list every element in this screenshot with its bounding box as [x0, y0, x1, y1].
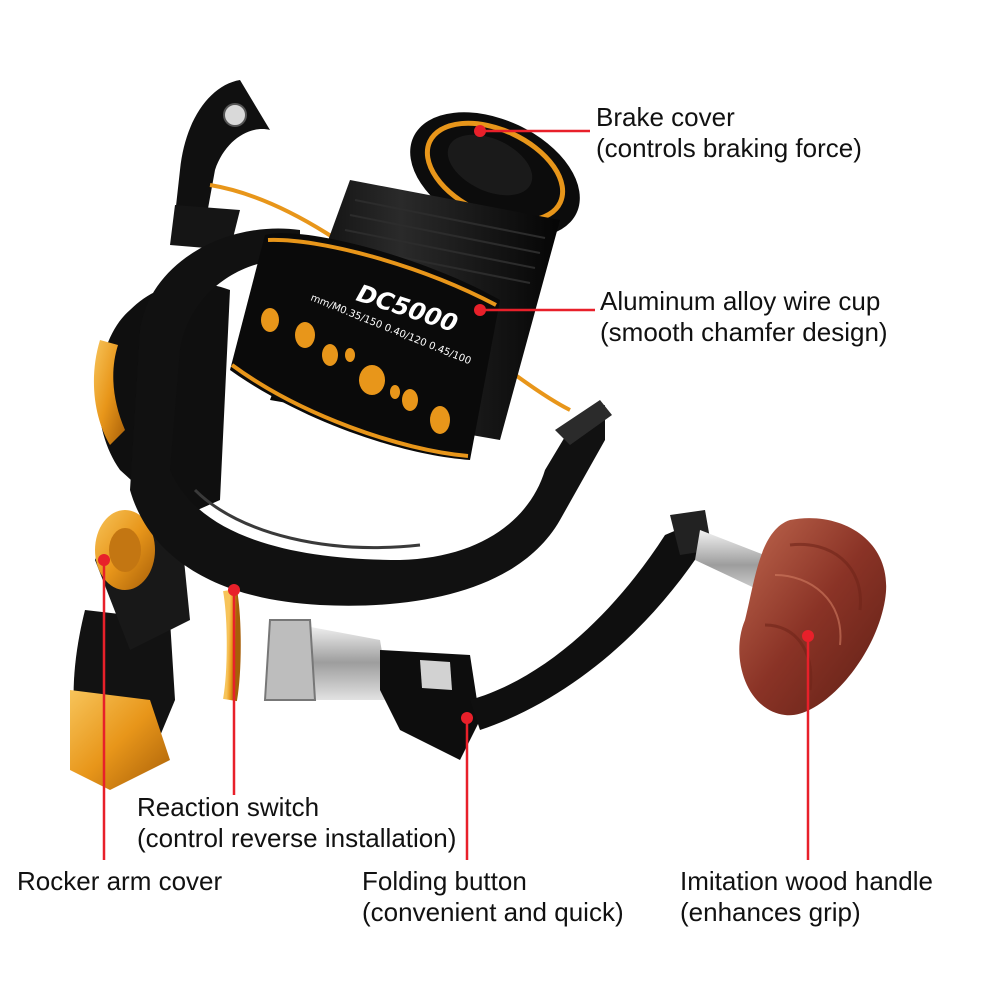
callout-reaction-title: Reaction switch: [137, 792, 320, 822]
reel-body: [70, 282, 230, 790]
callout-wood-handle: Imitation wood handle (enhances grip): [680, 866, 933, 928]
callout-wire-cup: Aluminum alloy wire cup (smooth chamfer …: [600, 286, 888, 348]
callout-handle-title: Imitation wood handle: [680, 866, 933, 896]
callout-dot-wire-cup: [474, 304, 486, 316]
callout-dot-folding: [461, 712, 473, 724]
callout-rocker-arm-cover: Rocker arm cover: [17, 866, 222, 897]
callout-folding-subtitle: (convenient and quick): [362, 897, 624, 927]
callout-dot-rocker: [98, 554, 110, 566]
callout-reaction-subtitle: (control reverse installation): [137, 823, 457, 853]
callout-dot-brake: [474, 125, 486, 137]
callout-lines: [102, 129, 810, 860]
crank-handle-assembly: [223, 510, 887, 760]
callout-brake-cover: Brake cover (controls braking force): [596, 102, 862, 164]
spool-holes: [261, 308, 450, 434]
callout-handle-subtitle: (enhances grip): [680, 897, 861, 927]
callout-wire-cup-subtitle: (smooth chamfer design): [600, 317, 888, 347]
callout-reaction-switch: Reaction switch (control reverse install…: [137, 792, 456, 854]
wood-handle: [739, 518, 887, 716]
spool: DC5000 mm/M0.35/150 0.40/120 0.45/100: [230, 112, 580, 460]
callout-folding-button: Folding button (convenient and quick): [362, 866, 624, 928]
callout-dot-handle: [802, 630, 814, 642]
folding-button: [380, 650, 480, 760]
callout-dot-reaction: [228, 584, 240, 596]
callout-folding-title: Folding button: [362, 866, 527, 896]
callout-brake-subtitle: (controls braking force): [596, 133, 862, 163]
callout-wire-cup-title: Aluminum alloy wire cup: [600, 286, 881, 316]
rotor-cup: [130, 228, 612, 606]
callout-brake-title: Brake cover: [596, 102, 735, 132]
callout-dots: [98, 125, 814, 724]
rocker-arm-cover: [95, 510, 155, 590]
callout-rocker-title: Rocker arm cover: [17, 866, 223, 896]
